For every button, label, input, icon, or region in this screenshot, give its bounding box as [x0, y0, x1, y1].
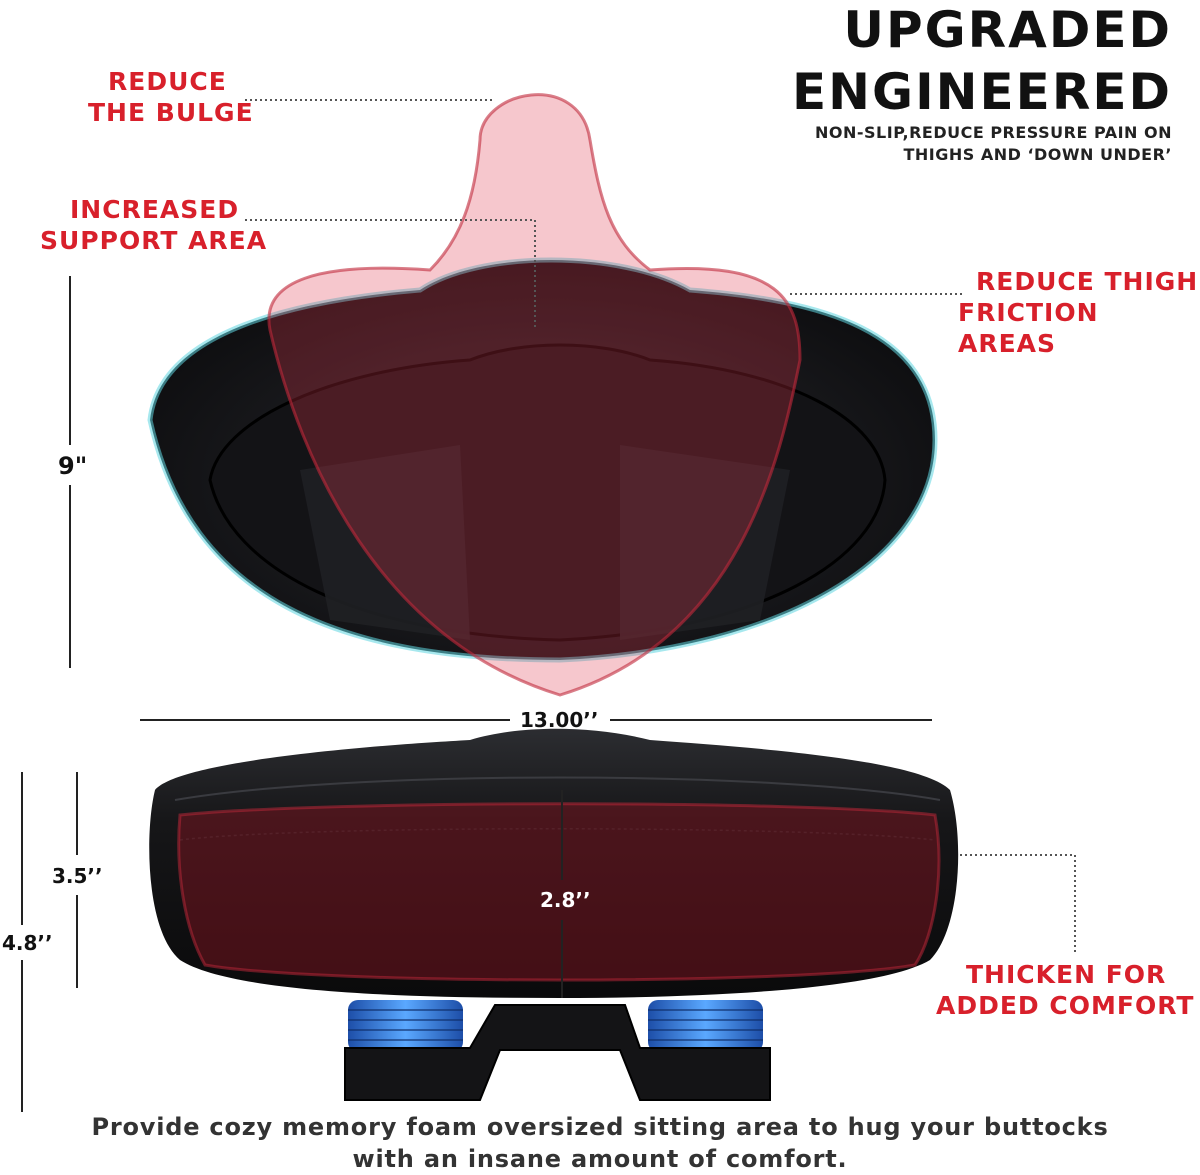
- dimension-height-front: 3.5’’: [52, 864, 103, 888]
- saddle-side-view: [149, 728, 959, 1101]
- dimension-height-total: 4.8’’: [2, 931, 53, 955]
- headline-engineered: ENGINEERED: [792, 63, 1172, 121]
- saddle-top-view: [147, 93, 938, 697]
- callout-reduce-bulge-line1: REDUCE: [108, 67, 227, 96]
- callout-support-line2: SUPPORT AREA: [40, 226, 268, 255]
- callout-thicken-line1: THICKEN FOR: [966, 960, 1167, 989]
- dimension-length: 9": [58, 452, 88, 480]
- caption-line1: Provide cozy memory foam oversized sitti…: [91, 1113, 1109, 1141]
- callout-thigh-line1: REDUCE THIGH: [976, 267, 1199, 296]
- callout-reduce-bulge-line2: THE BULGE: [88, 98, 254, 127]
- headline-sub-line2: THIGHS AND ‘DOWN UNDER’: [903, 145, 1172, 164]
- dimension-width: 13.00’’: [520, 708, 599, 732]
- caption-line2: with an insane amount of comfort.: [352, 1145, 848, 1173]
- dimension-cushion: 2.8’’: [540, 888, 591, 912]
- dimension-lines: [21, 276, 932, 1112]
- callout-thicken-line2: ADDED COMFORT: [936, 991, 1195, 1020]
- headline-sub-line1: NON-SLIP,REDUCE PRESSURE PAIN ON: [815, 123, 1172, 142]
- headline-upgraded: UPGRADED: [843, 1, 1172, 59]
- callout-thigh-line2: FRICTION AREAS: [958, 298, 1099, 358]
- callout-support-line1: INCREASED: [70, 195, 240, 224]
- callout-leaders: [245, 99, 1076, 955]
